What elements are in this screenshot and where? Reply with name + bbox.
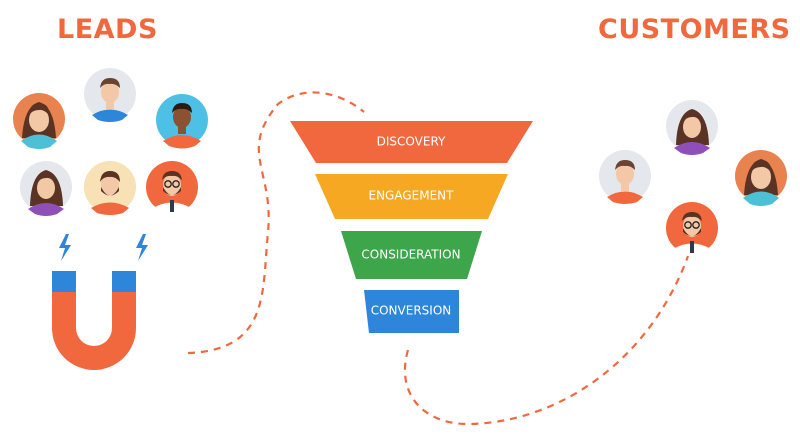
glasses-man-avatar-icon: [666, 202, 718, 256]
woman-avatar-icon: [13, 93, 65, 149]
leads-heading: LEADS: [57, 14, 158, 45]
man-avatar-icon: [84, 68, 136, 122]
funnel-stage-label: CONSIDERATION: [361, 248, 460, 262]
woman-avatar-icon: [20, 161, 72, 216]
funnel-stage-label: CONVERSION: [371, 304, 452, 318]
woman-avatar-icon: [735, 150, 787, 206]
man-avatar-icon: [156, 94, 208, 149]
man-avatar-icon: [599, 150, 651, 204]
lightning-icon: [136, 234, 148, 261]
glasses-man-avatar-icon: [146, 161, 198, 215]
funnel-stage-conversion: CONVERSION: [364, 290, 459, 333]
bearded-man-avatar-icon: [84, 161, 136, 215]
funnel-stage-label: ENGAGEMENT: [369, 189, 455, 203]
funnel-stage-consideration: CONSIDERATION: [341, 231, 482, 279]
dashed-path-funnel-to-customers: [403, 255, 690, 426]
woman-avatar-icon: [666, 100, 718, 155]
funnel-stage-engagement: ENGAGEMENT: [315, 174, 508, 219]
lightning-icon: [59, 234, 71, 261]
funnel-stage-discovery: DISCOVERY: [290, 121, 533, 163]
magnet-icon: [52, 271, 136, 370]
dashed-path-leads-to-funnel: [187, 91, 365, 355]
funnel-stage-label: DISCOVERY: [377, 135, 446, 149]
customers-heading: CUSTOMERS: [598, 14, 791, 45]
